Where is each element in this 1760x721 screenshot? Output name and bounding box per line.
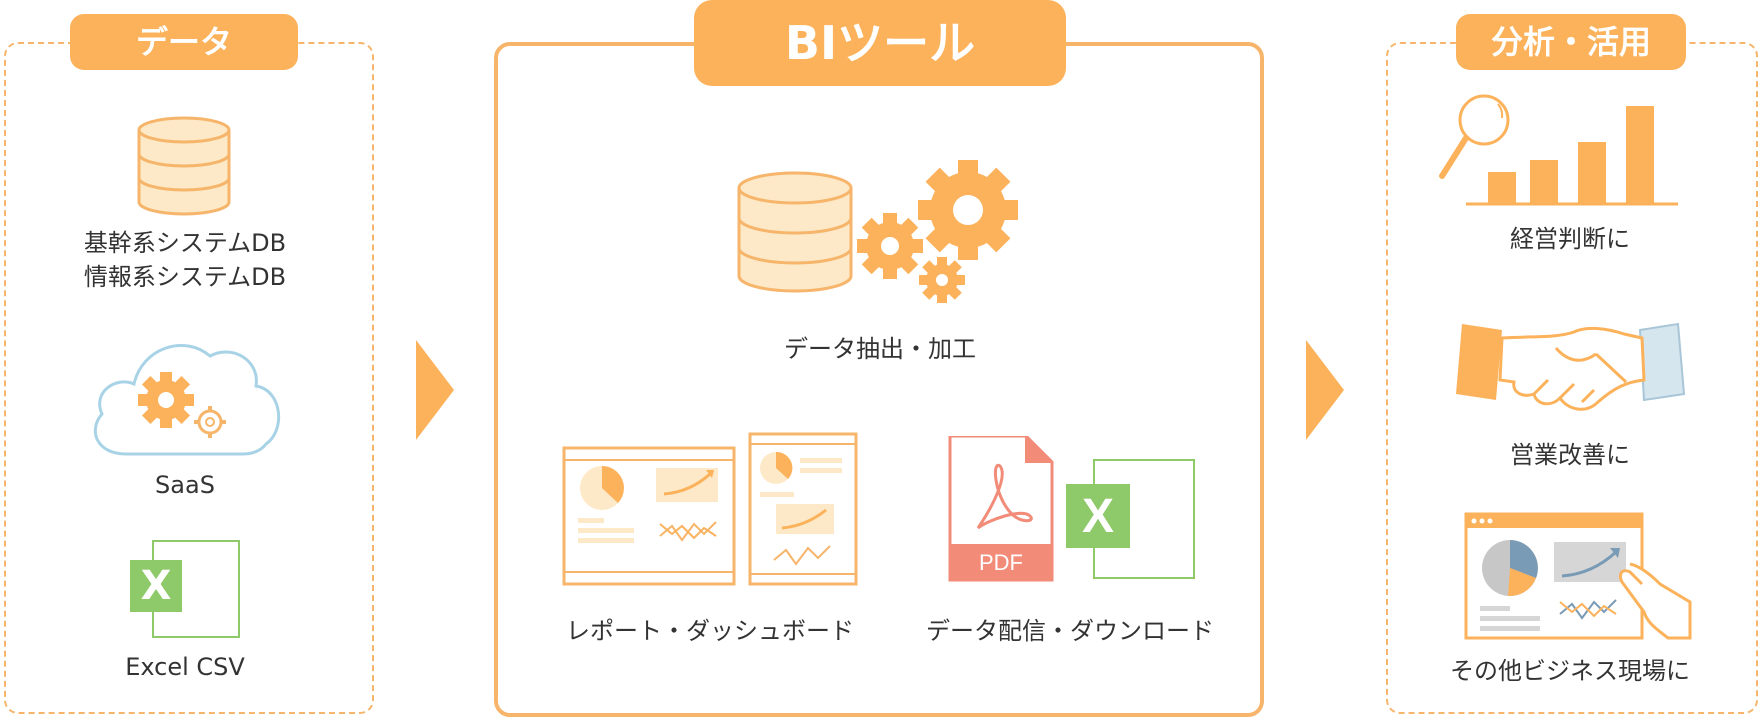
handshake-icon	[1456, 322, 1686, 411]
delivery-label: データ配信・ダウンロード	[926, 617, 1214, 645]
db-label-2: 情報系システムDB	[83, 263, 287, 291]
saas-label: SaaS	[155, 471, 215, 499]
pdf-excel-letter: X	[1082, 490, 1114, 543]
excel-icon: X	[130, 540, 240, 640]
cloud-gears-icon	[93, 344, 281, 456]
pdf-text: PDF	[979, 550, 1023, 575]
usage-item-1: 経営判断に	[1510, 225, 1630, 253]
data-panel-title: データ	[70, 14, 298, 70]
bi-tool-title: BIツール	[694, 0, 1066, 86]
report-label: レポート・ダッシュボード	[566, 617, 854, 645]
database-icon	[137, 116, 231, 216]
presentation-icon	[1464, 512, 1692, 640]
excel-label: Excel CSV	[125, 653, 245, 681]
usage-item-3: その他ビジネス現場に	[1450, 657, 1690, 685]
excel-letter: X	[130, 560, 182, 612]
arrow-right-icon	[1306, 340, 1344, 440]
dashboard-icon	[562, 432, 858, 586]
usage-item-2: 営業改善に	[1510, 441, 1630, 469]
pdf-icon: PDF X	[948, 436, 1195, 582]
bar-chart-magnifier-icon	[1439, 94, 1678, 206]
arrow-right-icon	[416, 340, 454, 440]
usage-panel-title: 分析・活用	[1456, 14, 1686, 70]
db-label-1: 基幹系システムDB	[83, 229, 287, 257]
extract-label: データ抽出・加工	[784, 335, 976, 363]
database-gears-icon	[737, 160, 1018, 303]
